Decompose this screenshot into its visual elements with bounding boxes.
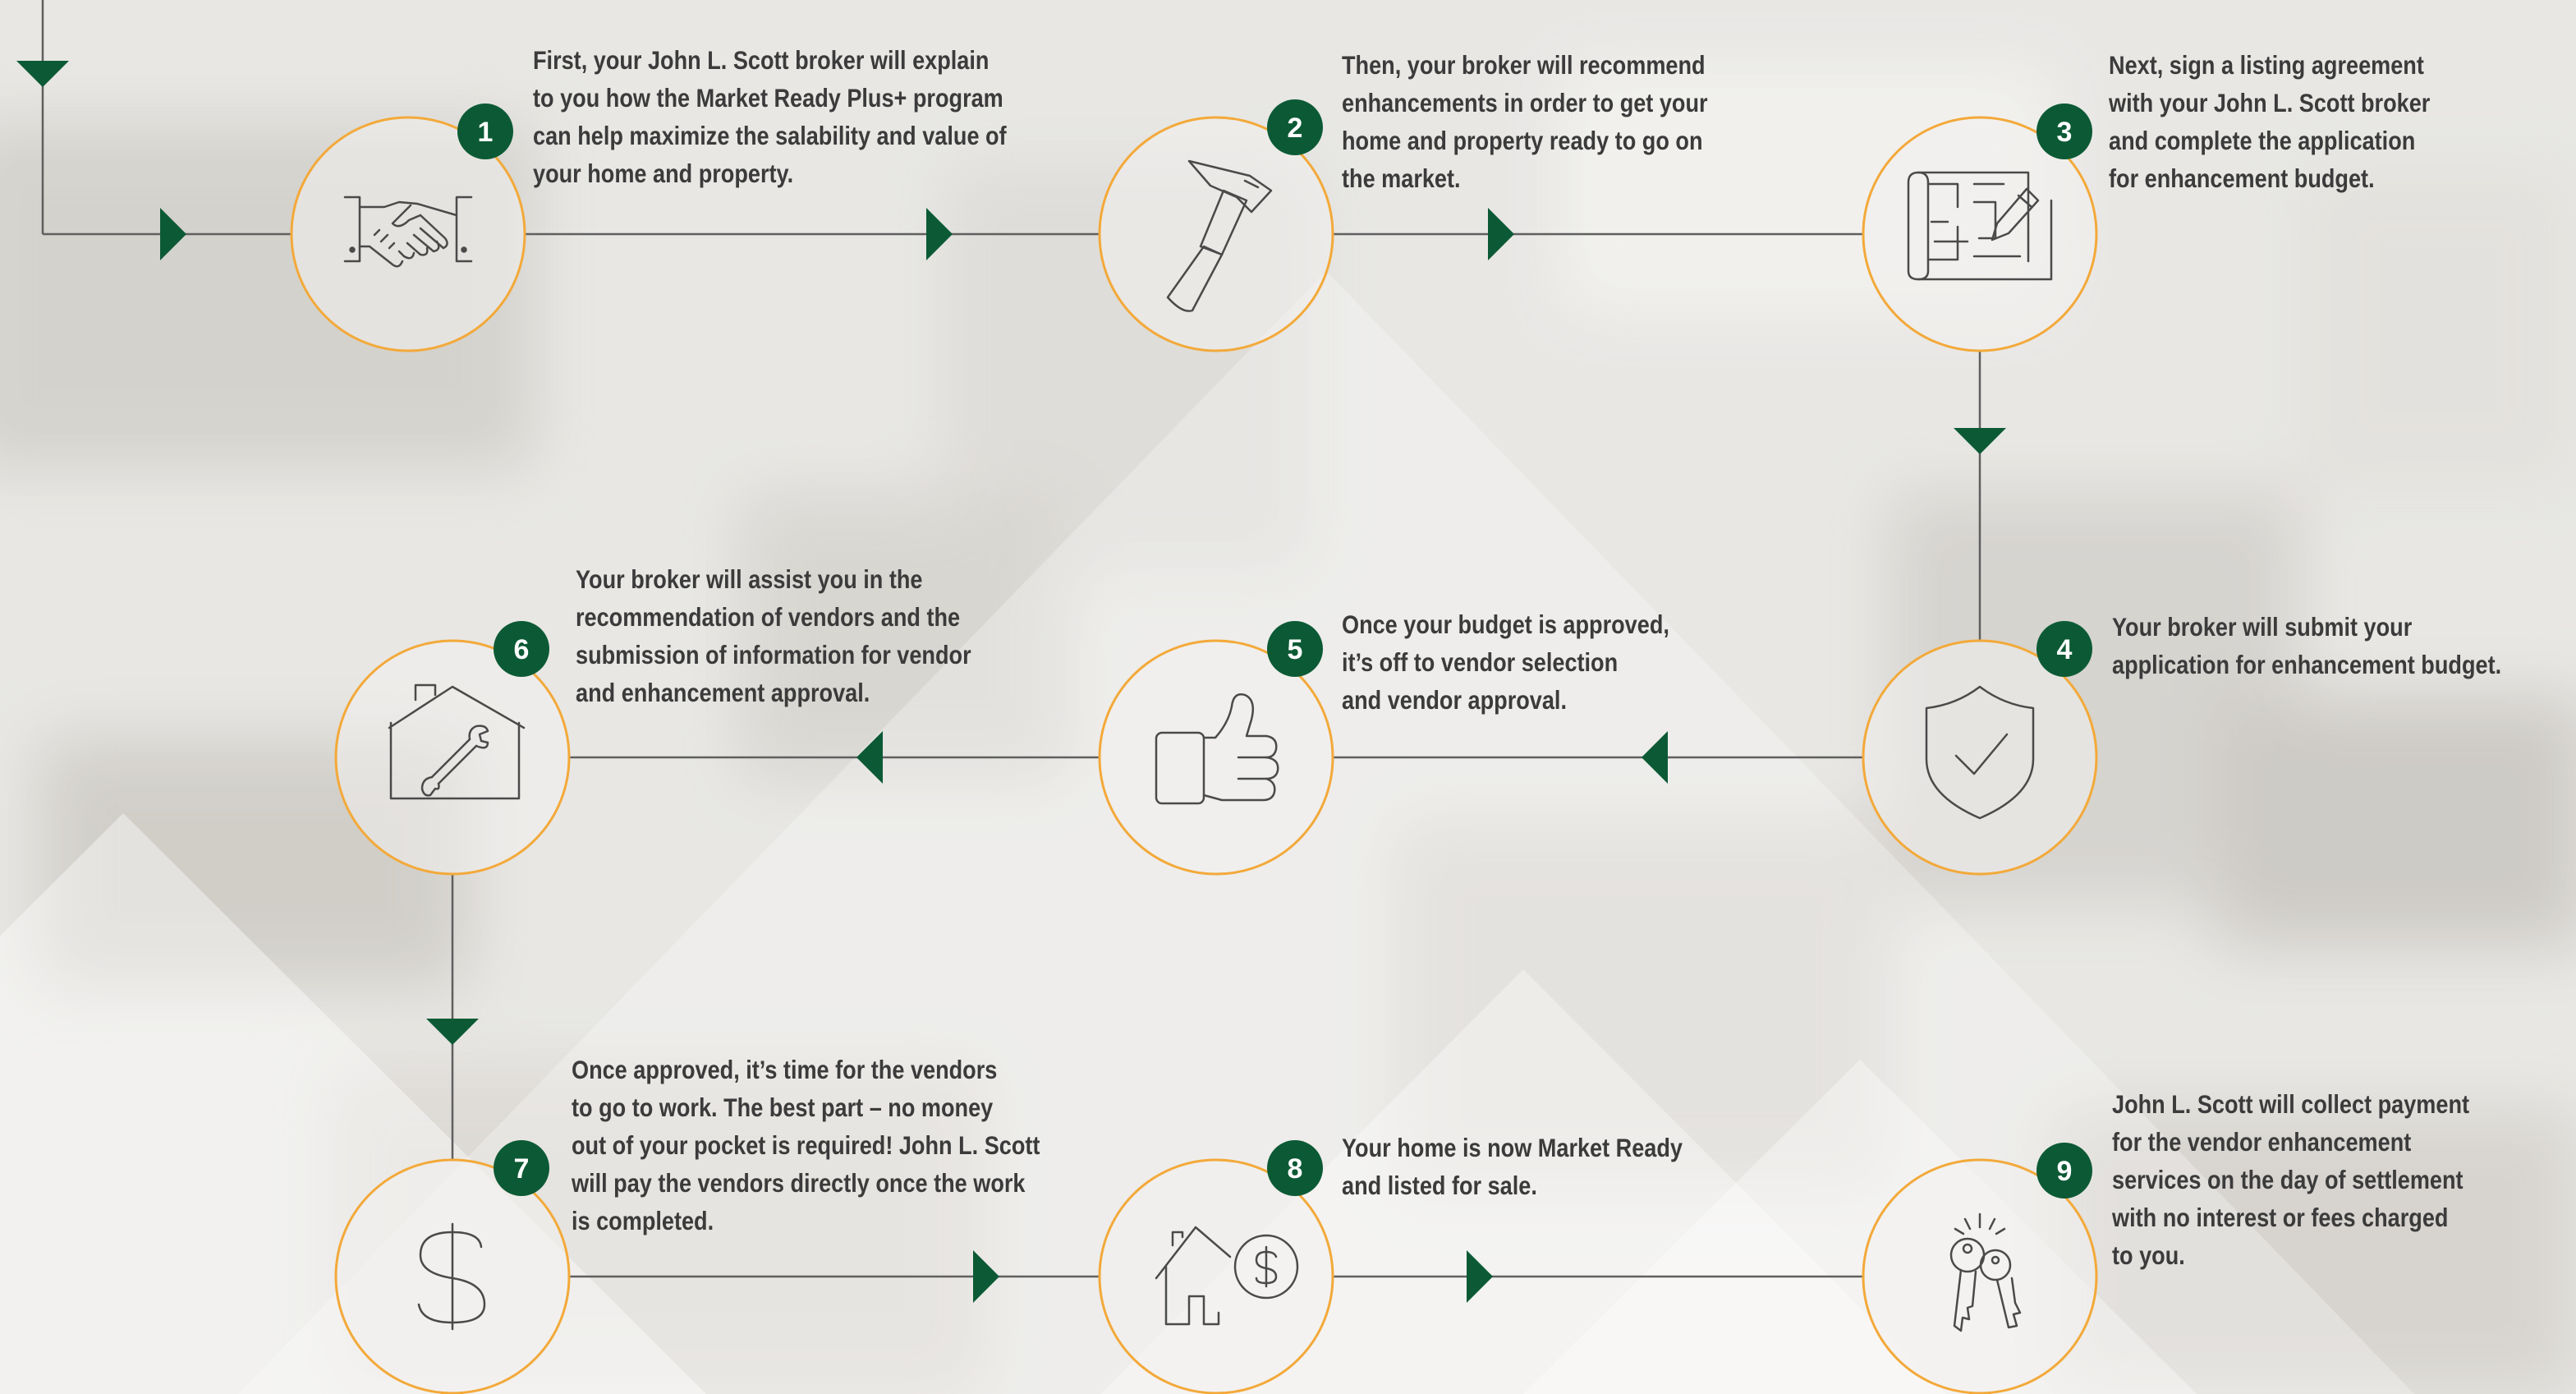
- house-dollar-icon: [1155, 1226, 1299, 1326]
- step-number: 5: [1288, 634, 1303, 665]
- step-8: 8: [1098, 1140, 1334, 1394]
- connector-lines: [41, 0, 1981, 1278]
- step-number-badge: [1267, 99, 1323, 155]
- step-8-description: Your home is now Market Ready and listed…: [1342, 1133, 1683, 1200]
- arrow-left: [1642, 731, 1668, 784]
- step-circle: [1862, 1158, 2098, 1394]
- step-7-description: Once approved, it’s time for the vendors…: [572, 1055, 1040, 1235]
- step-7: 7: [334, 1140, 571, 1394]
- step-number-badge: [457, 104, 513, 159]
- step-9: 9: [1862, 1143, 2098, 1394]
- arrow-right: [1467, 1250, 1493, 1303]
- step-number: 9: [2057, 1156, 2073, 1187]
- house-wrench-icon: [388, 683, 526, 800]
- arrow-left: [856, 731, 883, 784]
- dollar-sign-icon: [417, 1222, 486, 1331]
- step-number: 7: [514, 1153, 530, 1185]
- step-number: 2: [1288, 113, 1303, 144]
- step-1-description: First, your John L. Scott broker will ex…: [533, 45, 1007, 188]
- blueprint-pencil-icon: [1907, 171, 2053, 281]
- step-number: 1: [478, 117, 494, 148]
- step-3: 3: [1862, 104, 2098, 352]
- arrow-down: [1954, 428, 2006, 454]
- step-number-badge: [494, 621, 549, 677]
- arrow-down: [16, 61, 69, 87]
- step-number-badge: [2036, 104, 2092, 159]
- step-circle: [1098, 1158, 1334, 1394]
- step-number: 4: [2057, 634, 2073, 665]
- flow-arrows: [16, 61, 2006, 1303]
- step-circle: [1098, 639, 1334, 876]
- step-number-badge: [2036, 621, 2092, 677]
- step-6-description: Your broker will assist you in the recom…: [576, 564, 971, 707]
- step-number: 8: [1288, 1153, 1303, 1185]
- step-5: 5: [1098, 621, 1334, 876]
- step-5-description: Once your budget is approved, it’s off t…: [1342, 610, 1669, 715]
- shield-check-icon: [1925, 685, 2035, 820]
- arrow-right: [973, 1250, 999, 1303]
- step-6: 6: [334, 621, 571, 876]
- step-number: 3: [2057, 117, 2073, 148]
- step-4: 4: [1862, 621, 2098, 876]
- step-2: 2: [1098, 99, 1334, 352]
- keys-icon: [1949, 1212, 2022, 1332]
- step-circle: [1098, 116, 1334, 352]
- step-circle: [1862, 639, 2098, 876]
- step-number-badge: [1267, 1140, 1323, 1196]
- step-circle: [1862, 116, 2098, 352]
- handshake-icon: [343, 196, 473, 268]
- arrow-right: [1488, 208, 1514, 260]
- step-circle: [290, 116, 526, 352]
- step-1: 1: [290, 104, 526, 352]
- step-number-badge: [494, 1140, 549, 1196]
- step-4-description: Your broker will submit your application…: [2112, 612, 2502, 679]
- arrow-down: [426, 1019, 479, 1045]
- arrow-right: [160, 208, 186, 260]
- step-3-description: Next, sign a listing agreement with your…: [2109, 50, 2431, 193]
- step-number: 6: [514, 634, 530, 665]
- step-9-description: John L. Scott will collect payment for t…: [2112, 1089, 2470, 1270]
- thumbs-up-icon: [1155, 693, 1279, 805]
- arrow-right: [926, 208, 953, 260]
- step-2-description: Then, your broker will recommend enhance…: [1342, 50, 1708, 193]
- hammer-icon: [1166, 159, 1273, 312]
- step-number-badge: [2036, 1143, 2092, 1198]
- step-number-badge: [1267, 621, 1323, 677]
